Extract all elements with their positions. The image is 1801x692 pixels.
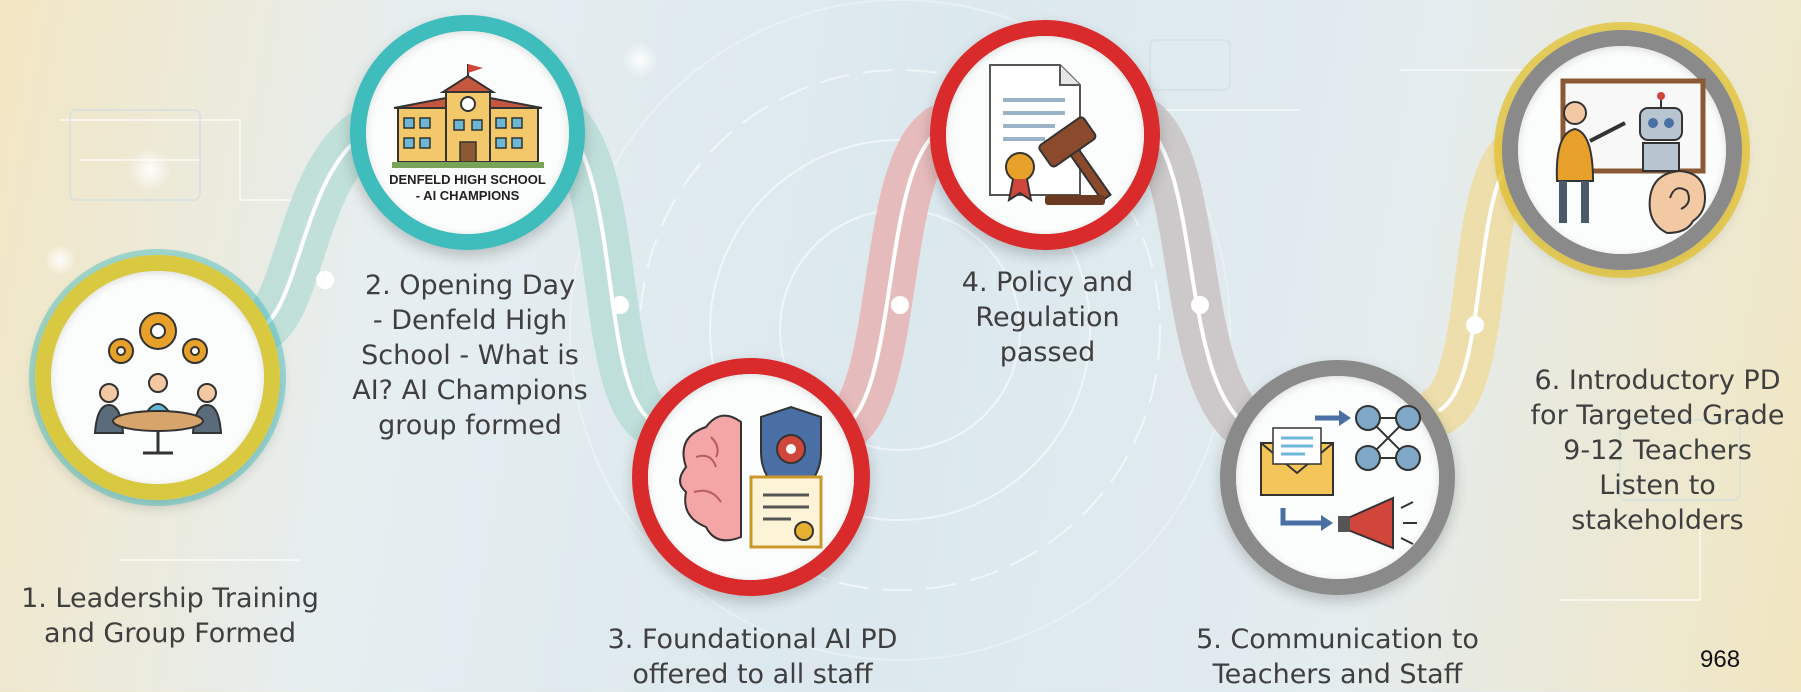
brain-shield-certificate-icon <box>679 405 823 549</box>
step-2-circle: DENFELD HIGH SCHOOL- AI CHAMPIONS <box>350 15 585 250</box>
envelope-network-megaphone-icon <box>1259 404 1421 549</box>
school-sign: DENFELD HIGH SCHOOL- AI CHAMPIONS <box>389 171 546 203</box>
step-4-circle <box>930 20 1160 250</box>
document-gavel-icon <box>989 64 1112 205</box>
page-number: 968 <box>1700 646 1741 673</box>
step-1-circle <box>35 255 280 500</box>
step-5-circle <box>1220 360 1455 595</box>
step-3-circle <box>632 358 870 596</box>
team-meeting-gears-icon <box>93 311 222 454</box>
school-building-icon <box>391 63 544 168</box>
step-6-circle <box>1502 30 1742 270</box>
teacher-robot-ear-icon <box>1555 78 1706 234</box>
